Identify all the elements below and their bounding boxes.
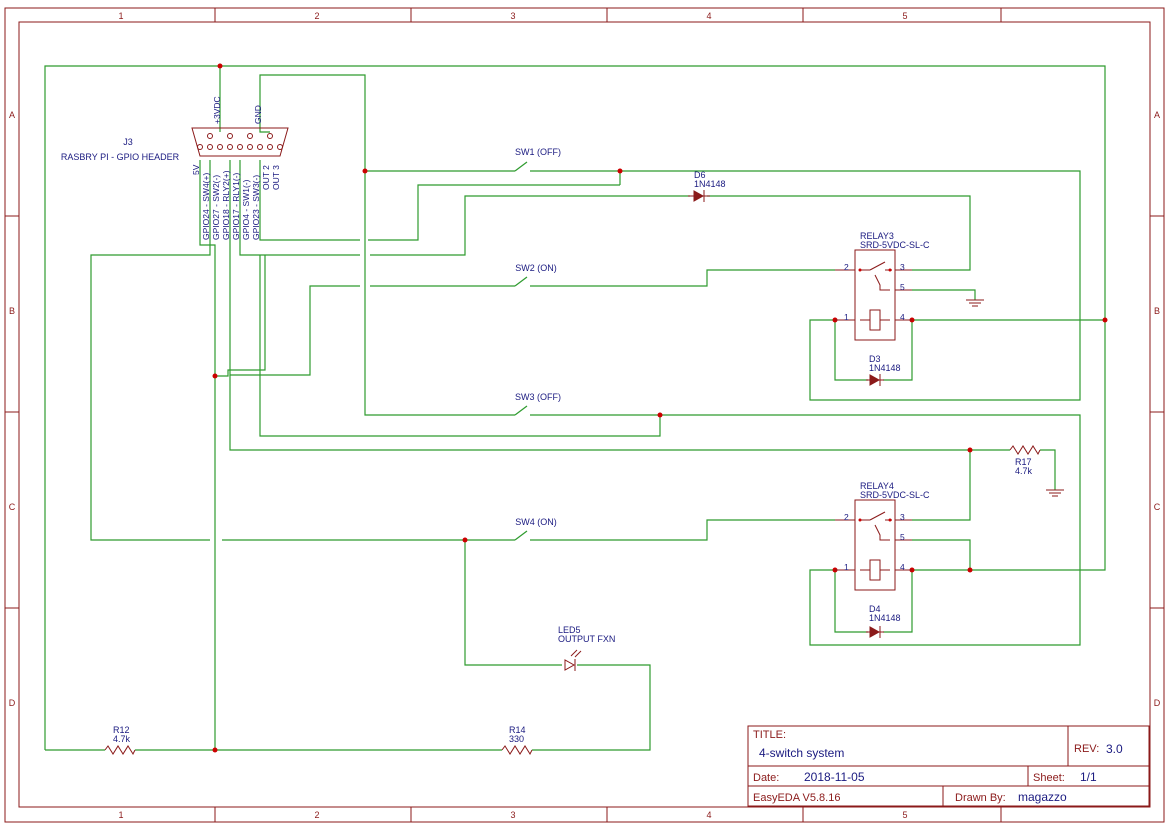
junctions <box>212 63 1108 753</box>
grid-labels: 1 2 3 4 5 1 2 3 4 5 A B C D A B C D <box>9 11 1161 820</box>
switch-sw2: SW2 (ON) <box>514 263 557 287</box>
pin-label: GPIO23 - SW3(-) <box>251 175 261 240</box>
pin-label: OUT 2 <box>261 165 271 190</box>
relay-part: SRD-5VDC-SL-C <box>860 490 930 500</box>
header-ref: J3 <box>123 137 133 147</box>
relay-ref: RELAY3 <box>860 231 894 241</box>
header-name: RASBRY PI - GPIO HEADER <box>61 152 180 162</box>
relay-pin: 5 <box>900 282 905 292</box>
row-label-left: C <box>9 502 16 512</box>
pin-label: OUT 3 <box>271 165 281 190</box>
col-label-bottom: 2 <box>314 810 319 820</box>
relay-pin: 4 <box>900 562 905 572</box>
relay-pin: 2 <box>844 512 849 522</box>
resistor-value: 330 <box>509 734 524 744</box>
wires <box>44 65 1106 751</box>
drawn-by-label: Drawn By: <box>955 792 1006 804</box>
pin-label-3v3: +3VDC <box>212 96 222 124</box>
led-led5: LED5 OUTPUT FXN <box>558 625 615 671</box>
pin-label: GPIO4 - SW1(-) <box>241 179 251 240</box>
col-label-top: 5 <box>902 11 907 21</box>
pin-label-gnd: GND <box>253 105 263 124</box>
resistor-r12: R12 4.7k <box>104 725 136 756</box>
relay-pin: 4 <box>900 312 905 322</box>
title-block: TITLE: 4-switch system REV: 3.0 Date: 20… <box>747 725 1150 807</box>
switch-label: SW4 (ON) <box>515 517 557 527</box>
diode-part: 1N4148 <box>869 613 901 623</box>
ground-symbol <box>966 299 984 307</box>
relay-pin: 1 <box>844 562 849 572</box>
resistor-r14: R14 330 <box>501 725 533 756</box>
switch-sw4: SW4 (ON) <box>514 517 557 541</box>
row-label-right: A <box>1154 110 1160 120</box>
pin-label: 5V <box>191 164 201 175</box>
relay-pin: 3 <box>900 512 905 522</box>
title-value: 4-switch system <box>759 746 844 760</box>
diode-ref: D6 <box>694 170 706 180</box>
date-value: 2018-11-05 <box>804 770 865 784</box>
diode-d4: D4 1N4148 <box>866 604 901 638</box>
row-label-left: B <box>9 306 15 316</box>
resistor-ref: R17 <box>1015 457 1032 467</box>
relay-part: SRD-5VDC-SL-C <box>860 240 930 250</box>
relay-pin: 1 <box>844 312 849 322</box>
row-label-left: D <box>9 698 16 708</box>
resistor-r17: R17 4.7k <box>1009 445 1041 476</box>
switch-sw1: SW1 (OFF) <box>514 147 561 172</box>
diode-part: 1N4148 <box>869 363 901 373</box>
rev-label: REV: <box>1074 743 1099 755</box>
resistor-ref: R12 <box>113 725 130 735</box>
col-label-bottom: 5 <box>902 810 907 820</box>
col-label-top: 1 <box>118 11 123 21</box>
drawn-by-value: magazzo <box>1018 790 1067 804</box>
diode-d6: D6 1N4148 <box>688 170 726 202</box>
title-label: TITLE: <box>753 729 786 741</box>
switch-label: SW3 (OFF) <box>515 392 561 402</box>
resistor-ref: R14 <box>509 725 526 735</box>
switch-label: SW1 (OFF) <box>515 147 561 157</box>
relay-relay4: RELAY4 SRD-5VDC-SL-C 2 3 5 1 4 <box>835 481 930 591</box>
row-label-right: C <box>1154 502 1161 512</box>
date-label: Date: <box>753 772 779 784</box>
relay-relay3: RELAY3 SRD-5VDC-SL-C 2 3 5 1 4 <box>835 231 930 341</box>
row-label-right: B <box>1154 306 1160 316</box>
sheet-label: Sheet: <box>1033 772 1065 784</box>
row-label-left: A <box>9 110 15 120</box>
ground-symbol <box>1046 489 1064 497</box>
gpio-header-j3: J3 RASBRY PI - GPIO HEADER +3VDC GND 5V … <box>61 96 289 240</box>
diode-ref: D3 <box>869 354 881 364</box>
pin-label: GPIO24 - SW4(+) <box>201 173 211 240</box>
rev-value: 3.0 <box>1106 742 1123 756</box>
pin-label: GPIO17 - RLY1(-) <box>231 172 241 240</box>
sheet-value: 1/1 <box>1080 770 1097 784</box>
col-label-top: 4 <box>706 11 711 21</box>
sheet-frame <box>4 7 1165 823</box>
tool-value: EasyEDA V5.8.16 <box>753 792 840 804</box>
relay-pin: 5 <box>900 532 905 542</box>
col-label-bottom: 3 <box>510 810 515 820</box>
switch-sw3: SW3 (OFF) <box>514 392 561 416</box>
led-name: OUTPUT FXN <box>558 634 615 644</box>
diode-ref: D4 <box>869 604 881 614</box>
switch-label: SW2 (ON) <box>515 263 557 273</box>
diode-part: 1N4148 <box>694 179 726 189</box>
pin-label: GPIO27 - SW2(-) <box>211 175 221 240</box>
relay-ref: RELAY4 <box>860 481 894 491</box>
relay-pin: 2 <box>844 262 849 272</box>
relay-pin: 3 <box>900 262 905 272</box>
col-label-top: 3 <box>510 11 515 21</box>
col-label-top: 2 <box>314 11 319 21</box>
resistor-value: 4.7k <box>1015 466 1033 476</box>
col-label-bottom: 4 <box>706 810 711 820</box>
pin-label: GPIO18 - RLY2(+) <box>221 170 231 240</box>
row-label-right: D <box>1154 698 1161 708</box>
led-ref: LED5 <box>558 625 581 635</box>
resistor-value: 4.7k <box>113 734 131 744</box>
diode-d3: D3 1N4148 <box>866 354 901 386</box>
col-label-bottom: 1 <box>118 810 123 820</box>
